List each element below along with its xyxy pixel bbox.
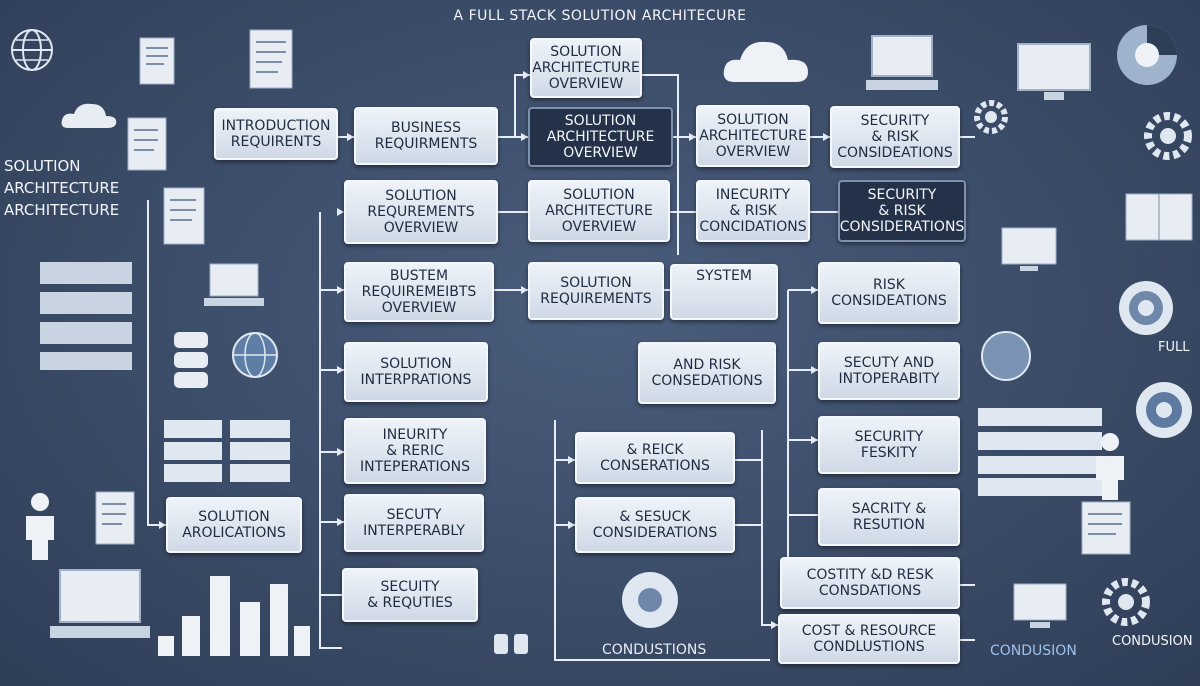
- box-sacrity-resution: SACRITY & RESUTION: [818, 488, 960, 546]
- document-icon: [249, 29, 293, 89]
- box-security-risk-top: SECURITY & RISK CONSIDEATIONS: [830, 106, 960, 168]
- box-solution-architecture-top: SOLUTION ARCHITECTURE OVERVIEW: [530, 38, 642, 98]
- server-rack-icon: [164, 420, 290, 482]
- monitor-icon: [1013, 583, 1067, 628]
- box-solution-requirements-overview: SOLUTION REQUREMENTS OVERVIEW: [344, 180, 498, 244]
- laptop-icon: [204, 263, 264, 306]
- label-conclusion-right: CONDUSION: [990, 643, 1077, 659]
- box-security-interoperability: SECUTY AND INTOPERABITY: [818, 342, 960, 400]
- gear-icon: [1144, 112, 1192, 160]
- box-sesuck-considerations: & SESUCK CONSIDERATIONS: [575, 497, 735, 553]
- box-costity-risk: COSTITY &D RESK CONSDATIONS: [780, 557, 960, 609]
- monitor-icon: [1001, 227, 1057, 271]
- box-ineurity-interperations: INEURITY & RERIC INTEPERATIONS: [344, 418, 486, 484]
- pie-chart-icon: [1117, 25, 1177, 85]
- box-solution-architecture-mid: SOLUTION ARCHITECTURE OVERVIEW: [528, 180, 670, 242]
- gear-icon: [974, 100, 1008, 134]
- target-icon: [1119, 281, 1173, 335]
- label-conclusions-center: CONDUSTIONS: [602, 642, 707, 658]
- database-icon: [174, 332, 208, 388]
- box-business-requirements: BUSINESS REQUIRMENTS: [354, 107, 498, 165]
- box-security-risk-dark: SECURITY & RISK CONSIDERATIONS: [838, 180, 966, 242]
- side-title-label: SOLUTION ARCHITECTURE ARCHITECTURE: [4, 157, 120, 219]
- cloud-icon: [723, 41, 808, 82]
- monitor-icon: [1017, 43, 1091, 100]
- box-bustem-requirements: BUSTEM REQUIREMEIBTS OVERVIEW: [344, 262, 494, 322]
- document-icon: [1081, 501, 1131, 555]
- label-full: FULL: [1158, 340, 1190, 355]
- person-icon: [1096, 433, 1124, 500]
- laptop-icon: [50, 569, 150, 638]
- document-icon: [127, 117, 167, 171]
- box-cost-resource: COST & RESOURCE CONDLUSTIONS: [778, 614, 960, 664]
- hub-icon: [622, 572, 678, 628]
- target-icon: [1136, 382, 1192, 438]
- gear-icon: [1102, 578, 1150, 626]
- box-risk-considerations: RISK CONSIDEATIONS: [818, 262, 960, 324]
- bar-graphic-icon: [158, 576, 310, 656]
- box-reick-considerations: & REICK CONSERATIONS: [575, 432, 735, 484]
- list-panel-icon: [40, 262, 132, 370]
- laptop-icon: [866, 35, 938, 90]
- box-security-requties: SECUITY & REQUTIES: [342, 568, 478, 622]
- cloud-icon: [61, 103, 117, 128]
- toggle-icon: [494, 634, 528, 654]
- box-insecurity-risk: INECURITY & RISK CONCIDATIONS: [696, 180, 810, 242]
- server-rack-icon: [978, 408, 1102, 496]
- person-icon: [26, 493, 54, 560]
- box-introduction-requirements: INTRODUCTION REQUIRENTS: [214, 108, 338, 160]
- box-solution-architecture-dark: SOLUTION ARCHITECTURE OVERVIEW: [528, 107, 673, 167]
- box-security-feskity: SECURITY FESKITY: [818, 416, 960, 474]
- book-icon: [1125, 193, 1193, 241]
- diagram-title: A FULL STACK SOLUTION ARCHITECURE: [453, 8, 747, 24]
- label-conclusion-edge: CONDUSION: [1112, 634, 1193, 649]
- document-icon: [139, 37, 175, 85]
- globe-icon: [232, 332, 278, 378]
- document-icon: [95, 491, 135, 545]
- document-icon: [163, 187, 205, 245]
- box-system: SYSTEM: [670, 264, 778, 320]
- globe-icon: [11, 29, 53, 71]
- box-solution-arolications: SOLUTION AROLICATIONS: [166, 497, 302, 553]
- box-security-interperably: SECUTY INTERPERABLY: [344, 494, 484, 552]
- box-solution-requirements: SOLUTION REQUIREMENTS: [528, 262, 664, 320]
- dial-icon: [981, 331, 1031, 381]
- box-and-risk: AND RISK CONSEDATIONS: [638, 342, 776, 404]
- box-solution-interprations: SOLUTION INTERPRATIONS: [344, 342, 488, 402]
- box-solution-architecture-right: SOLUTION ARCHITECTURE OVERVIEW: [696, 105, 810, 167]
